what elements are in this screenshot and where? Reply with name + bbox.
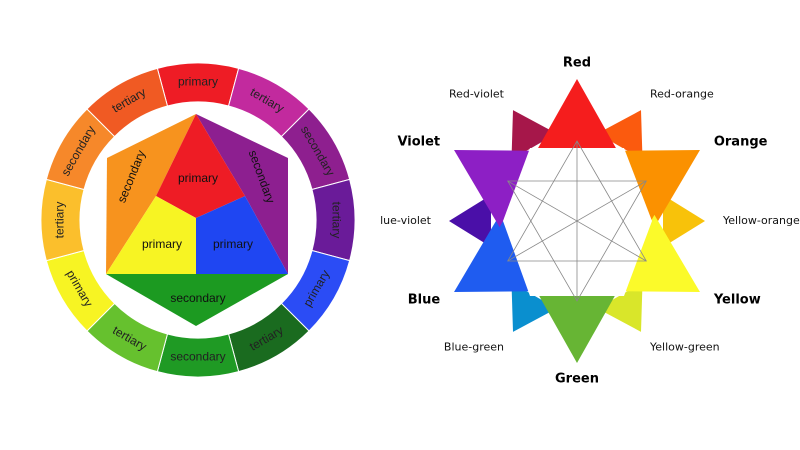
hex-yellow-triangle — [106, 196, 196, 274]
star-label-blue-green: Blue-green — [444, 340, 504, 353]
star-point-blue-violet — [449, 195, 491, 247]
star-point-green — [533, 285, 621, 363]
star-point-blue — [454, 214, 544, 292]
star-inner-line — [507, 180, 647, 262]
star-center-lines — [507, 140, 647, 302]
star-label-green: Green — [555, 372, 599, 387]
ring-segment-label: secondary — [170, 350, 225, 364]
hex-yellow-label: primary — [142, 237, 182, 251]
ring-segment-label: primary — [178, 75, 218, 89]
hex-green-label: secondary — [170, 291, 225, 305]
star-triangles — [449, 79, 705, 363]
star-label-blue: Blue — [408, 293, 441, 308]
star-label-yellow-green: Yellow-green — [649, 340, 720, 353]
star-label-red: Red — [563, 56, 591, 71]
star-point-yellow-green — [597, 282, 643, 332]
hex-red-label: primary — [178, 171, 218, 185]
star-point-yellow — [610, 214, 700, 292]
star-point-violet — [454, 150, 544, 228]
star-label-violet: Violet — [397, 135, 440, 150]
star-label-red-violet: Red-violet — [449, 88, 505, 101]
star-label-blue-violet: Blue-violet — [380, 214, 432, 227]
hex-green-segment — [106, 274, 288, 326]
ring-segment-label: tertiary — [329, 202, 343, 239]
star-point-orange — [610, 150, 700, 228]
inner-hexagon: primary primary primary secondary second… — [106, 114, 288, 326]
star-label-yellow-orange: Yellow-orange — [722, 214, 800, 227]
hex-orange-segment — [106, 114, 196, 274]
star-point-blue-green — [511, 282, 557, 332]
hex-violet-segment — [196, 114, 288, 274]
star-label-red-orange: Red-orange — [650, 88, 714, 101]
star-label-orange: Orange — [714, 135, 768, 150]
outer-ring: primarytertiarysecondarytertiaryprimaryt… — [40, 62, 356, 378]
hex-blue-label: primary — [213, 237, 253, 251]
star-label-yellow: Yellow — [713, 293, 761, 308]
star-point-yellow-orange — [663, 195, 705, 247]
hex-red-triangle — [156, 114, 245, 218]
hex-blue-triangle — [196, 196, 288, 274]
color-wheel-diagram: primarytertiarysecondarytertiaryprimaryt… — [40, 62, 356, 378]
star-center-hexagon — [503, 148, 652, 296]
star-point-red-violet — [511, 110, 557, 160]
star-point-red — [533, 79, 621, 157]
ring-segment-label: tertiary — [53, 202, 67, 239]
ring-segment — [86, 67, 169, 138]
star-point-red-orange — [597, 110, 643, 160]
